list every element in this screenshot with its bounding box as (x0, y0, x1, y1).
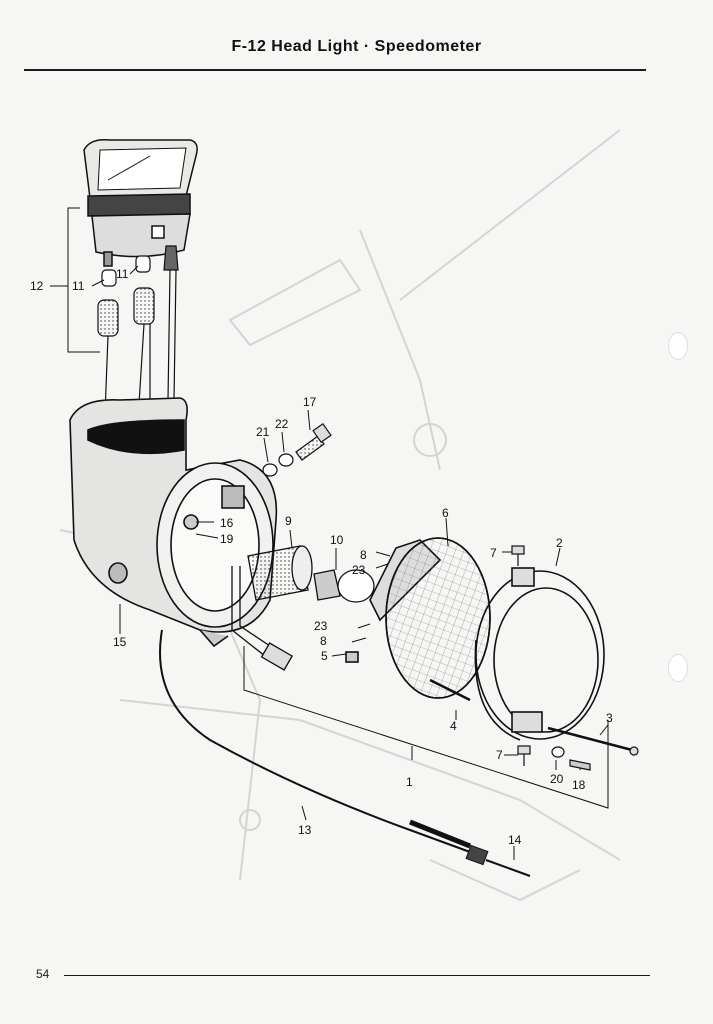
callout-6: 6 (442, 506, 449, 520)
speedometer-assembly (83, 138, 198, 267)
callout-16: 16 (220, 516, 234, 530)
page-title: F-12 Head Light · Speedometer (231, 38, 482, 55)
callout-2: 2 (556, 536, 563, 550)
page-number: 54 (36, 967, 50, 981)
title-rule (24, 69, 646, 71)
callout-14: 14 (508, 833, 522, 847)
binder-hole-lower (668, 654, 688, 682)
callout-11a: 11 (72, 279, 85, 293)
callout-20: 20 (550, 772, 564, 786)
binder-hole-upper (668, 332, 688, 360)
callout-11b: 11 (116, 267, 129, 281)
indicator-sockets (97, 245, 179, 441)
speedometer-cable (159, 629, 531, 877)
headlight-case (69, 397, 278, 648)
callout-23b: 23 (314, 619, 328, 633)
callout-3: 3 (606, 711, 613, 725)
callout-13: 13 (298, 823, 312, 837)
callout-18: 18 (572, 778, 586, 792)
headlight-rim (474, 567, 605, 741)
footer-rule (64, 975, 650, 976)
callout-10: 10 (330, 533, 344, 547)
callout-12: 12 (30, 279, 44, 293)
callout-5: 5 (321, 649, 328, 663)
callout-8b: 8 (320, 634, 327, 648)
callout-21: 21 (256, 425, 270, 439)
bulb-and-socket (231, 545, 375, 671)
rim-screws (511, 545, 639, 771)
callout-15: 15 (113, 635, 127, 649)
callout-19: 19 (220, 532, 234, 546)
callout-4: 4 (450, 719, 457, 733)
callout-1: 1 (406, 775, 413, 789)
callout-23a: 23 (352, 563, 366, 577)
mounting-bolt-parts (262, 422, 332, 477)
callout-8a: 8 (360, 548, 367, 562)
leader-lines (50, 265, 609, 860)
headlight-lens-unit (345, 537, 491, 702)
callout-22: 22 (275, 417, 289, 431)
callout-labels: 1 2 3 4 5 6 7 7 8 8 9 10 11 11 12 13 14 … (30, 267, 613, 847)
callout-9: 9 (285, 514, 292, 528)
callout-17: 17 (303, 395, 317, 409)
callout-7b: 7 (496, 748, 503, 762)
callout-7a: 7 (490, 546, 497, 560)
